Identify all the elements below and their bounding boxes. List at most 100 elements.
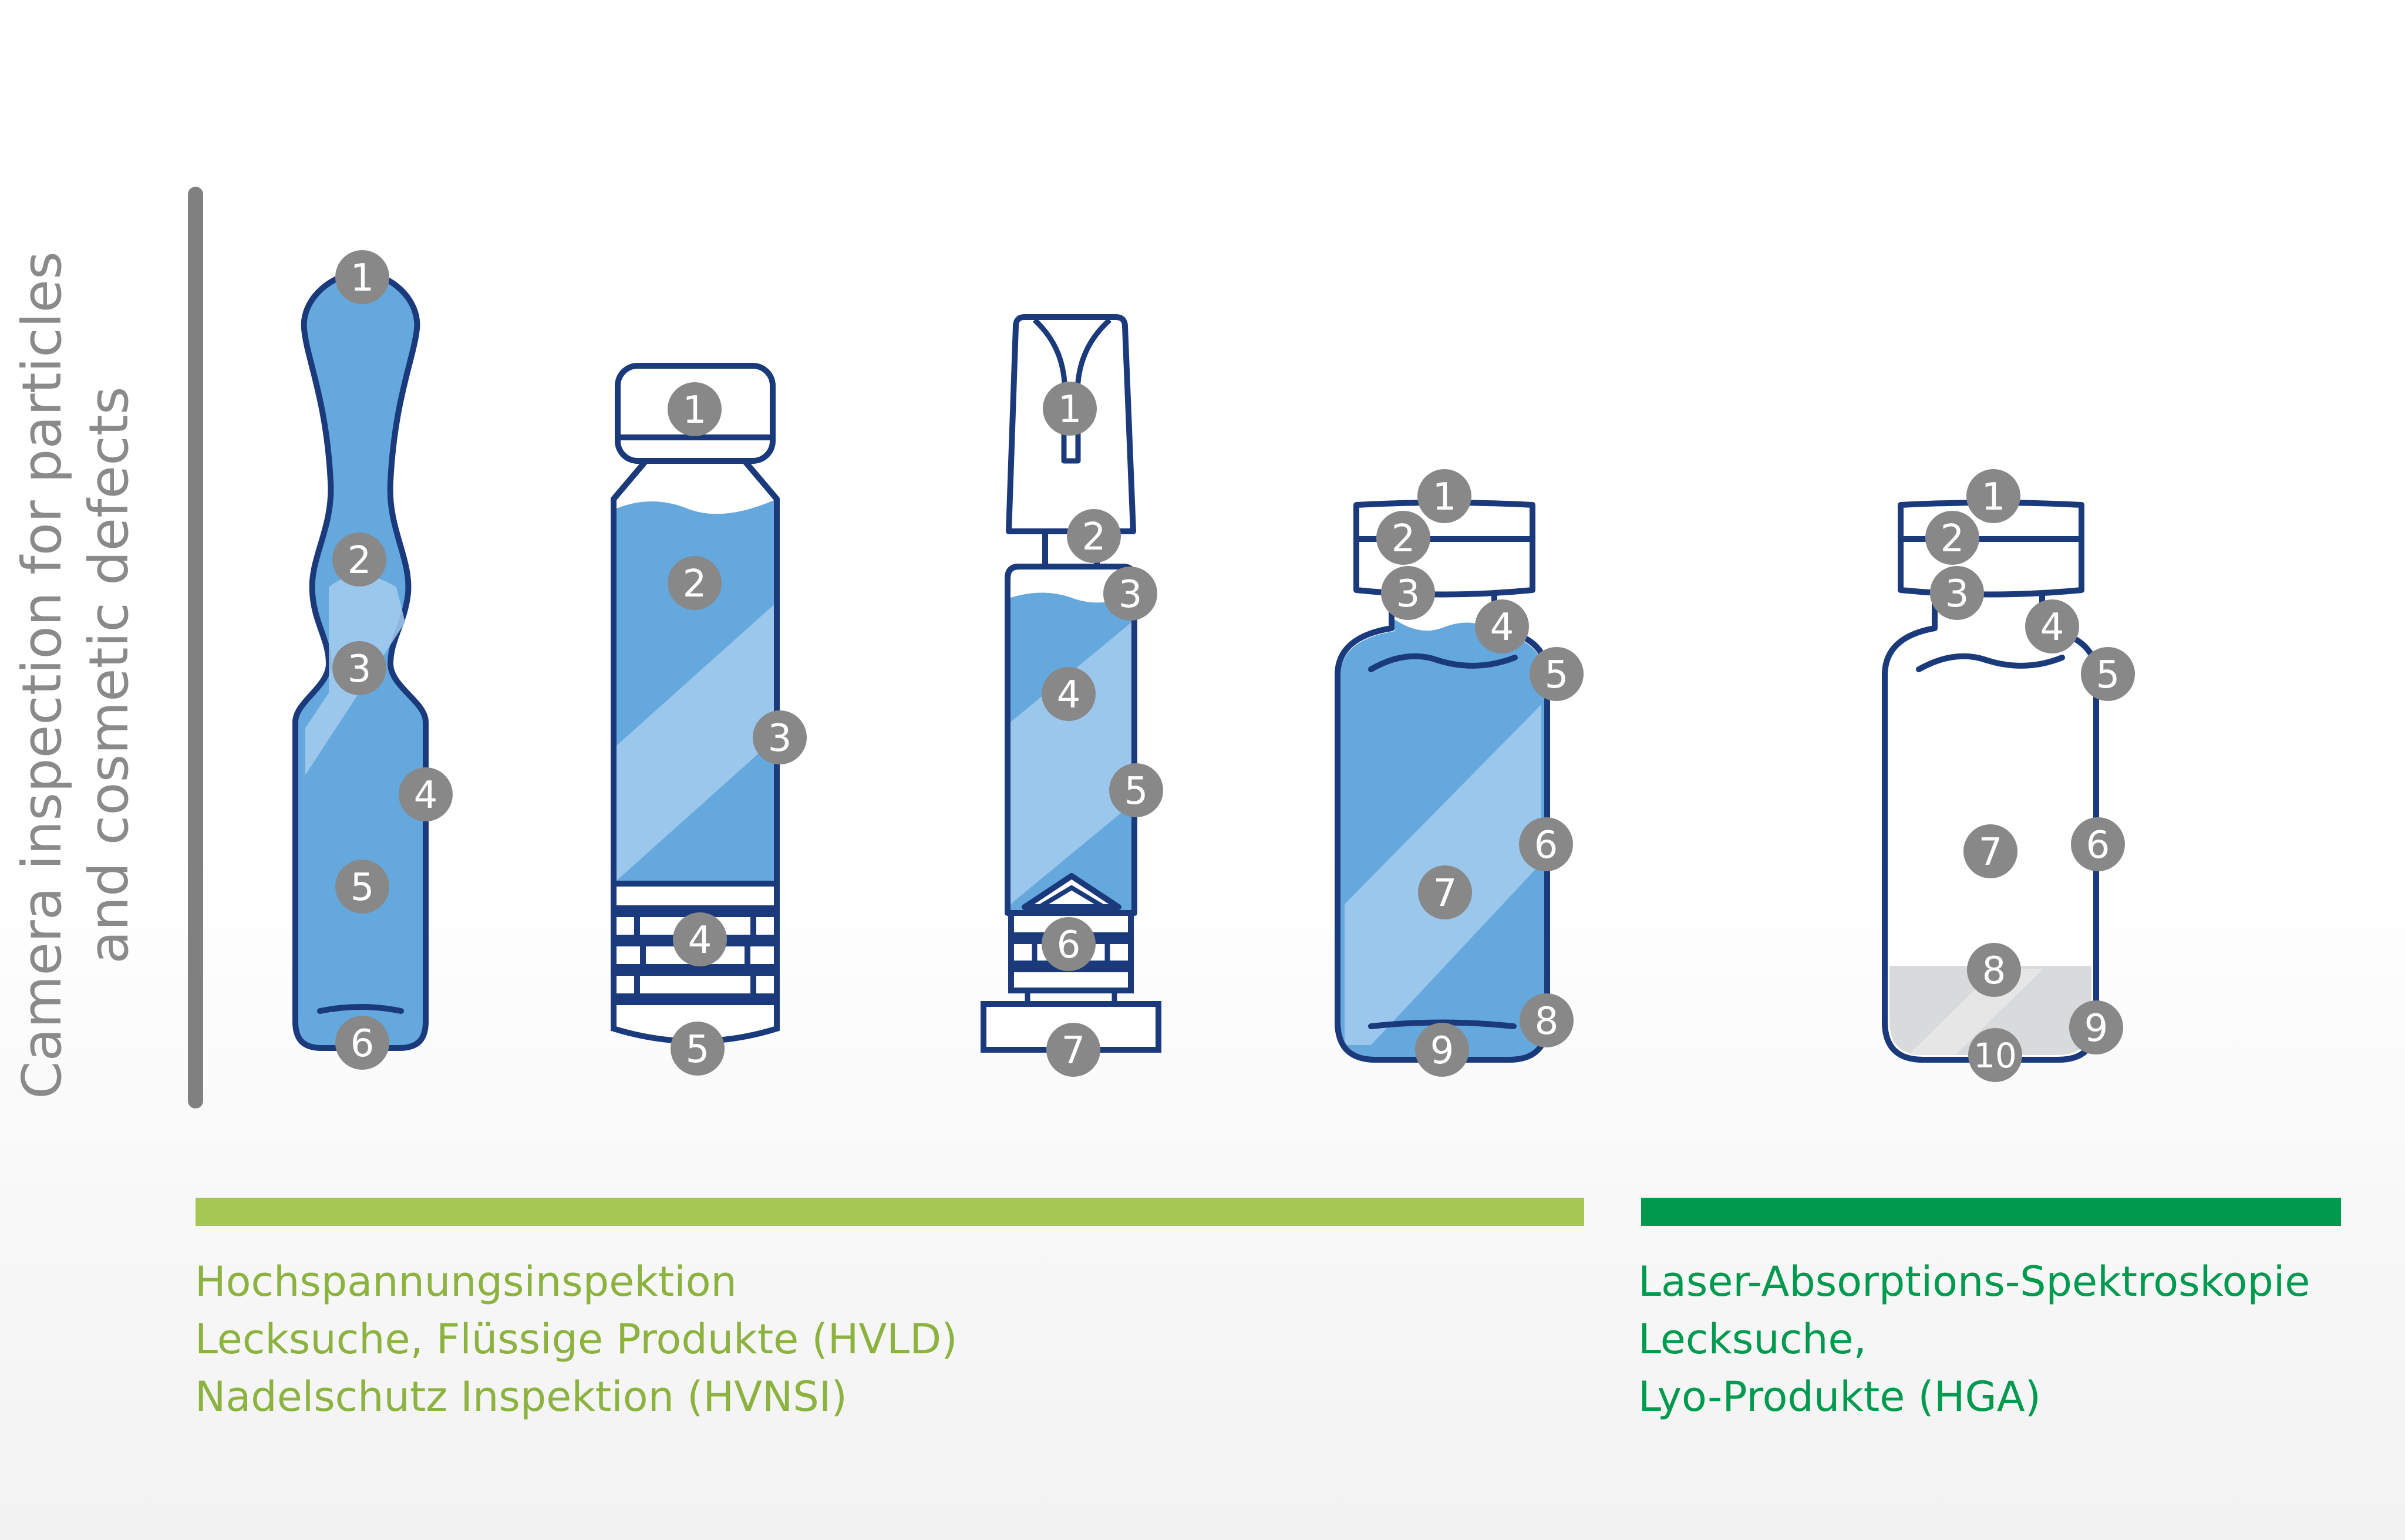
svg-text:3: 3 — [1396, 572, 1420, 616]
svg-text:10: 10 — [1973, 1036, 2017, 1076]
marker: 9 — [2069, 1000, 2123, 1054]
bottle-stopper-inner — [634, 914, 756, 996]
marker: 10 — [1968, 1028, 2022, 1082]
lyo-vial-outline — [1882, 593, 2099, 1063]
svg-text:2: 2 — [683, 562, 707, 606]
vertical-axis-line — [188, 187, 203, 1108]
liquid-vial — [1335, 500, 1550, 1063]
svg-text:4: 4 — [2040, 606, 2064, 649]
svg-text:4: 4 — [688, 919, 712, 962]
marker: 1 — [668, 382, 722, 436]
marker: 4 — [2025, 599, 2079, 653]
marker: 2 — [1067, 509, 1121, 563]
svg-text:2: 2 — [348, 539, 372, 582]
marker: 5 — [671, 1022, 725, 1076]
marker: 3 — [1381, 566, 1435, 620]
svg-text:4: 4 — [1057, 673, 1081, 717]
marker: 9 — [1415, 1023, 1469, 1077]
svg-text:5: 5 — [686, 1028, 710, 1071]
marker: 2 — [332, 533, 386, 587]
caption-hga-line3: Lyo-Produkte (HGA) — [1638, 1373, 2041, 1421]
marker: 6 — [2071, 817, 2125, 871]
side-title-line2: and cosmetic defects — [78, 386, 140, 964]
marker: 1 — [1966, 469, 2020, 523]
side-title: Camera inspection for particles and cosm… — [9, 147, 161, 1204]
svg-text:1: 1 — [683, 389, 707, 432]
marker: 3 — [1103, 567, 1157, 621]
bar-hga — [1641, 1198, 2341, 1226]
syringe-cap-needle-guard — [1032, 318, 1111, 464]
syringe — [981, 314, 1161, 1053]
svg-text:7: 7 — [1062, 1029, 1086, 1073]
caption-hga: Laser-Absorptions-Spektroskopie Lecksuch… — [1638, 1253, 2310, 1426]
svg-text:5: 5 — [1124, 770, 1148, 813]
marker: 7 — [1963, 824, 2017, 878]
marker: 7 — [1418, 865, 1472, 919]
svg-text:7: 7 — [1979, 831, 2003, 874]
svg-text:5: 5 — [1545, 653, 1569, 697]
bottle-highlight — [617, 605, 774, 881]
bar-hvld — [196, 1198, 1584, 1226]
caption-hvld: Hochspannungsinspektion Lecksuche, Flüss… — [195, 1253, 958, 1426]
svg-text:1: 1 — [1433, 476, 1457, 519]
marker: 1 — [1417, 469, 1471, 523]
marker: 2 — [668, 556, 722, 610]
svg-text:9: 9 — [2084, 1007, 2108, 1050]
svg-text:7: 7 — [1433, 872, 1457, 915]
marker: 8 — [1520, 993, 1574, 1047]
vial-bottom-line — [1368, 1019, 1517, 1029]
marker: 5 — [1109, 763, 1163, 817]
caption-hvld-line2: Lecksuche, Flüssige Produkte (HVLD) — [195, 1315, 958, 1363]
svg-text:3: 3 — [348, 648, 372, 691]
svg-text:8: 8 — [1535, 1000, 1559, 1043]
svg-text:1: 1 — [1982, 476, 2006, 519]
svg-text:5: 5 — [351, 866, 375, 909]
svg-text:6: 6 — [1057, 924, 1081, 967]
marker: 6 — [1042, 917, 1096, 971]
svg-text:8: 8 — [1982, 949, 2006, 993]
svg-text:1: 1 — [1058, 388, 1082, 432]
marker: 3 — [753, 710, 807, 764]
svg-text:6: 6 — [1534, 824, 1558, 867]
caption-hvld-line1: Hochspannungsinspektion — [195, 1258, 737, 1306]
marker: 7 — [1046, 1023, 1100, 1077]
marker: 1 — [1043, 382, 1097, 436]
syringe-plunger — [981, 910, 1161, 1053]
svg-text:2: 2 — [1392, 517, 1416, 561]
svg-text:2: 2 — [1082, 515, 1106, 559]
markers: 1 2 3 4 5 6 1 2 3 4 5 1 2 3 4 5 6 7 1 2 … — [332, 250, 2135, 1082]
svg-text:4: 4 — [414, 774, 438, 817]
marker: 2 — [1925, 511, 1979, 565]
marker: 3 — [1930, 566, 1984, 620]
marker: 8 — [1967, 943, 2021, 997]
marker: 4 — [1042, 667, 1096, 721]
marker: 5 — [1530, 647, 1584, 701]
svg-text:4: 4 — [1490, 606, 1514, 649]
svg-text:1: 1 — [351, 257, 375, 300]
svg-text:6: 6 — [2086, 824, 2110, 867]
svg-text:3: 3 — [768, 717, 792, 760]
side-title-line1: Camera inspection for particles — [11, 251, 73, 1099]
svg-text:3: 3 — [1945, 572, 1969, 616]
svg-text:6: 6 — [351, 1022, 375, 1066]
marker: 5 — [335, 860, 389, 914]
caption-hvld-line3: Nadelschutz Inspektion (HVNSI) — [195, 1373, 847, 1421]
svg-text:3: 3 — [1119, 573, 1143, 616]
ampoule-bottom-line — [317, 1004, 404, 1014]
marker: 6 — [1519, 817, 1573, 871]
svg-text:9: 9 — [1430, 1029, 1454, 1073]
lyo-shoulder-line — [1916, 653, 2065, 672]
marker: 5 — [2081, 647, 2135, 701]
marker: 4 — [1475, 599, 1529, 653]
marker: 2 — [1376, 511, 1430, 565]
caption-hga-line1: Laser-Absorptions-Spektroskopie — [1638, 1258, 2310, 1306]
syringe-plunger-tip-inner — [1038, 885, 1106, 909]
svg-text:5: 5 — [2096, 653, 2120, 697]
cartridge-bottle — [611, 363, 780, 1044]
marker: 4 — [673, 912, 727, 966]
svg-text:2: 2 — [1941, 517, 1965, 561]
syringe-plunger-inner — [1025, 941, 1117, 1004]
syringe-highlight — [1010, 622, 1131, 904]
marker: 3 — [332, 641, 386, 695]
